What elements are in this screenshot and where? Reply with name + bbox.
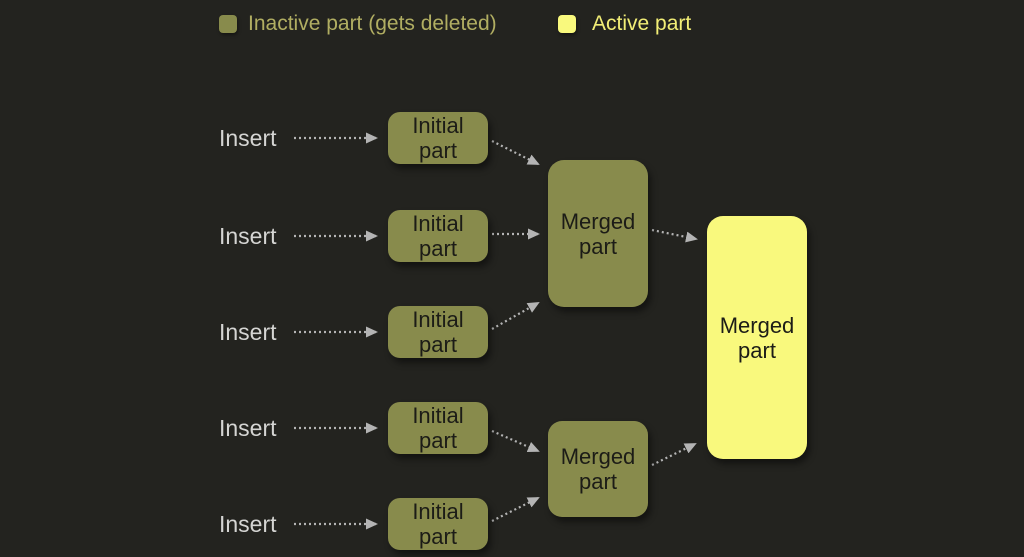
arrow-initial-1-to-merged-1 [491,140,540,165]
insert-label-5: Insert [219,511,277,537]
insert-label-2: Insert [219,223,277,249]
initial-part-box-2: Initial part [388,210,488,262]
insert-label-4: Insert [219,415,277,441]
arrow-initial-3-to-merged-1 [491,302,540,330]
arrow-initial-5-to-merged-2 [491,497,540,522]
arrow-merged-1-to-final [651,228,698,243]
merged-part-box-1: Merged part [548,160,648,307]
legend-item-active: Active part [558,12,691,36]
inactive-part-swatch [219,15,237,33]
arrow-initial-4-to-merged-2 [491,429,540,453]
insert-label-3: Insert [219,319,277,345]
legend-active-label: Active part [592,12,692,35]
insert-label-1: Insert [219,125,277,151]
legend-item-inactive: Inactive part (gets deleted) [219,12,497,36]
final-merged-part-box: Merged part [707,216,807,459]
initial-part-box-5: Initial part [388,498,488,550]
arrow-merged-2-to-final [651,443,697,466]
active-part-swatch [558,15,576,33]
initial-part-box-4: Initial part [388,402,488,454]
legend-inactive-label: Inactive part (gets deleted) [248,12,497,35]
merged-part-box-2: Merged part [548,421,648,517]
initial-part-box-1: Initial part [388,112,488,164]
initial-part-box-3: Initial part [388,306,488,358]
